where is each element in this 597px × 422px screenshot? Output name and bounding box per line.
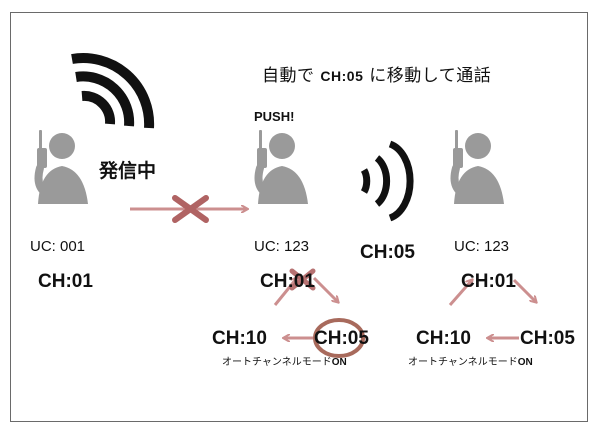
push-label: PUSH!: [254, 109, 295, 124]
right-mode-label: オートチャンネルモードON: [408, 358, 533, 368]
person-middle-icon: [257, 130, 308, 204]
center-channel-label: CH:05: [360, 242, 415, 263]
middle-cycle-arrows: [273, 278, 338, 338]
cross-icon: [172, 195, 209, 223]
left-channel-label: CH:01: [38, 271, 93, 292]
signal-waves-left: [71, 53, 155, 129]
middle-channel-label: CH:01: [260, 271, 315, 292]
selected-channel-circle: [313, 318, 365, 358]
right-uc-label: UC: 123: [454, 238, 510, 255]
right-cycle-ch10: CH:10: [416, 328, 471, 349]
middle-mode-label: オートチャンネルモードON: [222, 358, 347, 368]
right-cycle-ch05: CH:05: [520, 328, 575, 349]
caption-channel: CH:05: [320, 68, 364, 84]
right-channel-label: CH:01: [461, 271, 516, 292]
person-left-icon: [37, 130, 88, 204]
middle-ch01-cross-icon: [289, 268, 316, 291]
middle-uc-label: UC: 123: [254, 238, 310, 255]
right-mode-suffix: ON: [517, 357, 533, 368]
right-mode-text: オートチャンネルモード: [408, 357, 518, 368]
caption: 自動で CH:05 に移動して通話: [262, 68, 491, 85]
middle-mode-suffix: ON: [331, 357, 347, 368]
diagram-scene: [0, 53, 597, 358]
left-uc-label: UC: 001: [30, 238, 86, 255]
signal-waves-center: [360, 140, 414, 222]
middle-mode-text: オートチャンネルモード: [222, 357, 332, 368]
caption-suffix: に移動して通話: [363, 66, 492, 86]
person-right-icon: [453, 130, 504, 204]
right-cycle-arrows: [448, 280, 536, 338]
sending-label: 発信中: [99, 160, 157, 182]
middle-cycle-ch10: CH:10: [212, 328, 267, 349]
middle-cycle-ch05: CH:05: [314, 328, 369, 349]
caption-prefix: 自動で: [262, 66, 321, 86]
